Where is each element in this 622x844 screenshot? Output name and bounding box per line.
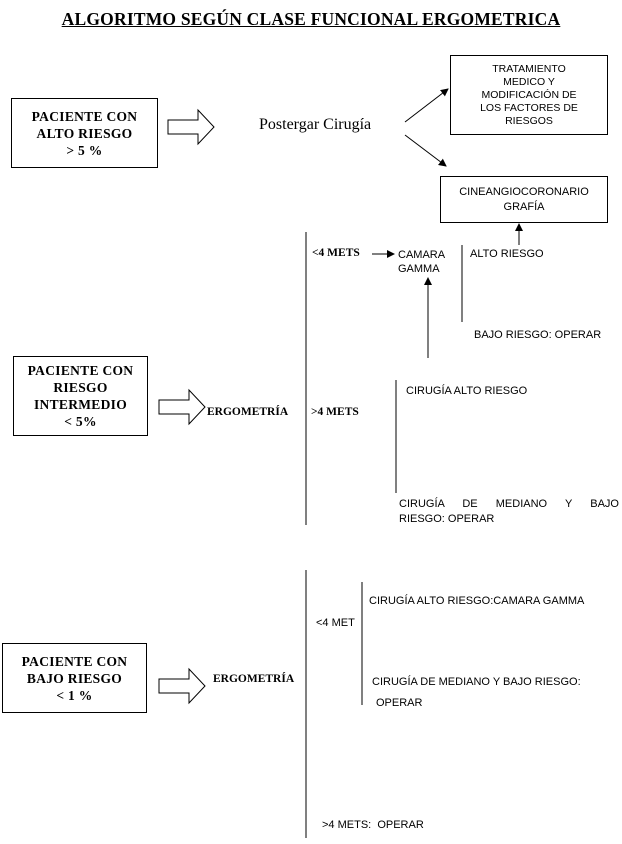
tratamiento-line-5: RIESGOS — [505, 114, 553, 127]
patient-alto-line-3: > 5 % — [66, 142, 103, 158]
gt4-mets-intermedio-label: >4 METS — [311, 406, 359, 418]
patient-intermedio-line-3: INTERMEDIO — [33, 397, 127, 412]
lt4-met-bajo-label: <4 MET — [316, 617, 355, 629]
patient-alto-line-2: ALTO RIESGO — [36, 125, 133, 141]
camara-gamma-label: CAMARA GAMMA — [398, 248, 445, 276]
patient-bajo-line-1: PACIENTE CON — [21, 653, 128, 669]
tratamiento-box: TRATAMIENTO MEDICO Y MODIFICACIÓN DE LOS… — [450, 55, 608, 135]
patient-box-bajo-riesgo: PACIENTE CON BAJO RIESGO < 1 % — [2, 643, 147, 713]
patient-intermedio-line-2: RIESGO — [53, 380, 108, 395]
ergometria-intermedio-label: ERGOMETRÍA — [207, 406, 289, 418]
bajo-cirugia-mediano-line-2: OPERAR — [376, 697, 423, 709]
tratamiento-line-2: MEDICO Y — [503, 75, 555, 88]
bajo-cirugia-mediano-line-1: CIRUGÍA DE MEDIANO Y BAJO RIESGO: — [372, 676, 581, 688]
cineangio-line-2: GRAFÍA — [503, 200, 545, 213]
camara-line-2: GAMMA — [398, 263, 440, 275]
cirugia-mediano-line-2: RIESGO: OPERAR — [399, 513, 495, 525]
patient-alto-line-1: PACIENTE CON — [31, 108, 138, 124]
patient-box-alto-riesgo: PACIENTE CON ALTO RIESGO > 5 % — [11, 98, 158, 168]
alto-riesgo-label: ALTO RIESGO — [470, 248, 544, 260]
bajo-cirugia-alto-label: CIRUGÍA ALTO RIESGO:CAMARA GAMMA — [369, 595, 585, 607]
block-arrow-intermedio — [158, 388, 206, 426]
cineangio-line-1: CINEANGIOCORONARIO — [459, 185, 589, 198]
camara-line-1: CAMARA — [398, 249, 446, 261]
patient-box-riesgo-intermedio: PACIENTE CON RIESGO INTERMEDIO < 5% — [13, 356, 148, 436]
bajo-cirugia-mediano-label: CIRUGÍA DE MEDIANO Y BAJO RIESGO: OPERAR — [372, 672, 581, 714]
tratamiento-line-3: MODIFICACIÓN DE — [481, 88, 577, 101]
tratamiento-line-1: TRATAMIENTO — [492, 62, 566, 75]
page-title: ALGORITMO SEGÚN CLASE FUNCIONAL ERGOMETR… — [61, 9, 561, 29]
patient-bajo-line-2: BAJO RIESGO — [26, 670, 123, 686]
postergar-cirugia-label: Postergar Cirugía — [259, 116, 372, 133]
block-arrow-alto — [167, 108, 215, 146]
block-arrow-bajo — [158, 667, 206, 705]
tratamiento-line-4: LOS FACTORES DE — [480, 101, 578, 114]
cirugia-mediano-line-1: CIRUGÍA DE MEDIANO Y BAJO — [399, 498, 619, 510]
patient-bajo-line-3: < 1 % — [56, 687, 93, 703]
cineangio-box: CINEANGIOCORONARIO GRAFÍA — [440, 176, 608, 223]
ergometria-bajo-label: ERGOMETRÍA — [213, 673, 295, 685]
gt4-mets-operar-label: >4 METS: OPERAR — [322, 819, 424, 831]
arrow-to-cineangio — [404, 134, 447, 167]
lt4-mets-intermedio-label: <4 METS — [312, 247, 360, 259]
cirugia-mediano-bajo-label: CIRUGÍA DE MEDIANO Y BAJO RIESGO: OPERAR — [399, 497, 619, 527]
patient-intermedio-line-1: PACIENTE CON — [27, 363, 134, 378]
bajo-riesgo-operar-label: BAJO RIESGO: OPERAR — [474, 329, 602, 341]
patient-intermedio-line-4: < 5% — [64, 414, 97, 429]
arrow-to-tratamiento — [404, 88, 449, 123]
cirugia-alto-riesgo-label: CIRUGÍA ALTO RIESGO — [406, 385, 528, 397]
